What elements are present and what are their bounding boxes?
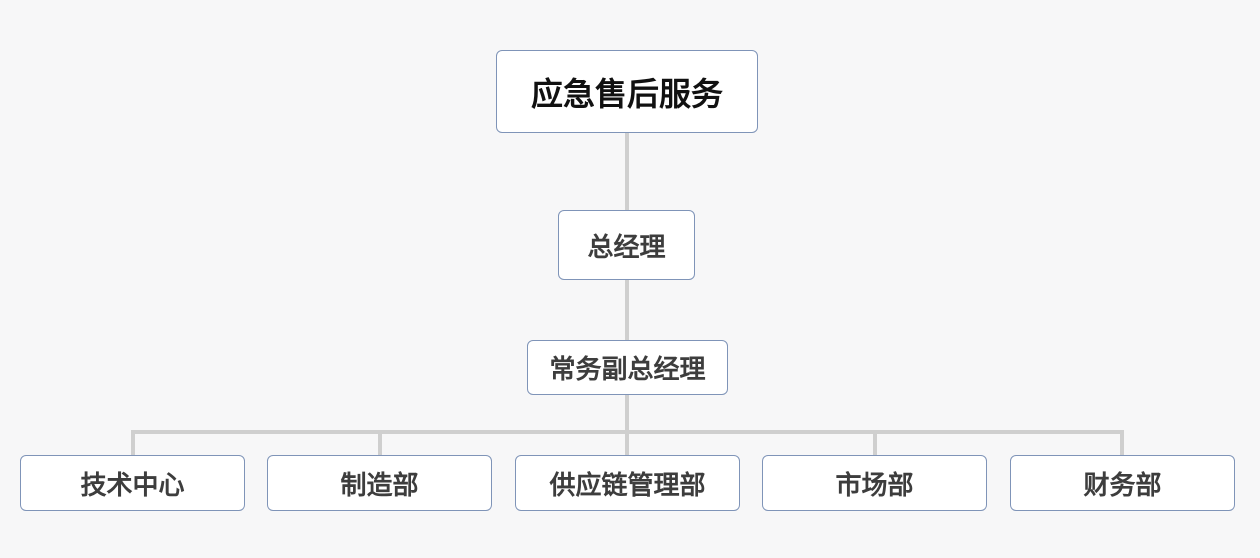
department-node-finance: 财务部 [1010,455,1235,511]
root-node: 应急售后服务 [496,50,758,133]
department-node-supply-chain: 供应链管理部 [515,455,740,511]
root-node-label: 应急售后服务 [530,74,723,113]
vice-general-manager-node: 常务副总经理 [527,340,728,395]
department-label: 市场部 [835,470,914,501]
general-manager-node: 总经理 [558,210,695,280]
department-node-tech-center: 技术中心 [20,455,245,511]
department-label: 财务部 [1083,470,1162,501]
vice-general-manager-label: 常务副总经理 [549,355,706,385]
department-node-marketing: 市场部 [762,455,987,511]
department-node-manufacturing: 制造部 [267,455,492,511]
general-manager-label: 总经理 [587,232,666,263]
department-label: 技术中心 [80,470,185,501]
department-label: 供应链管理部 [549,470,706,501]
department-label: 制造部 [340,470,419,501]
